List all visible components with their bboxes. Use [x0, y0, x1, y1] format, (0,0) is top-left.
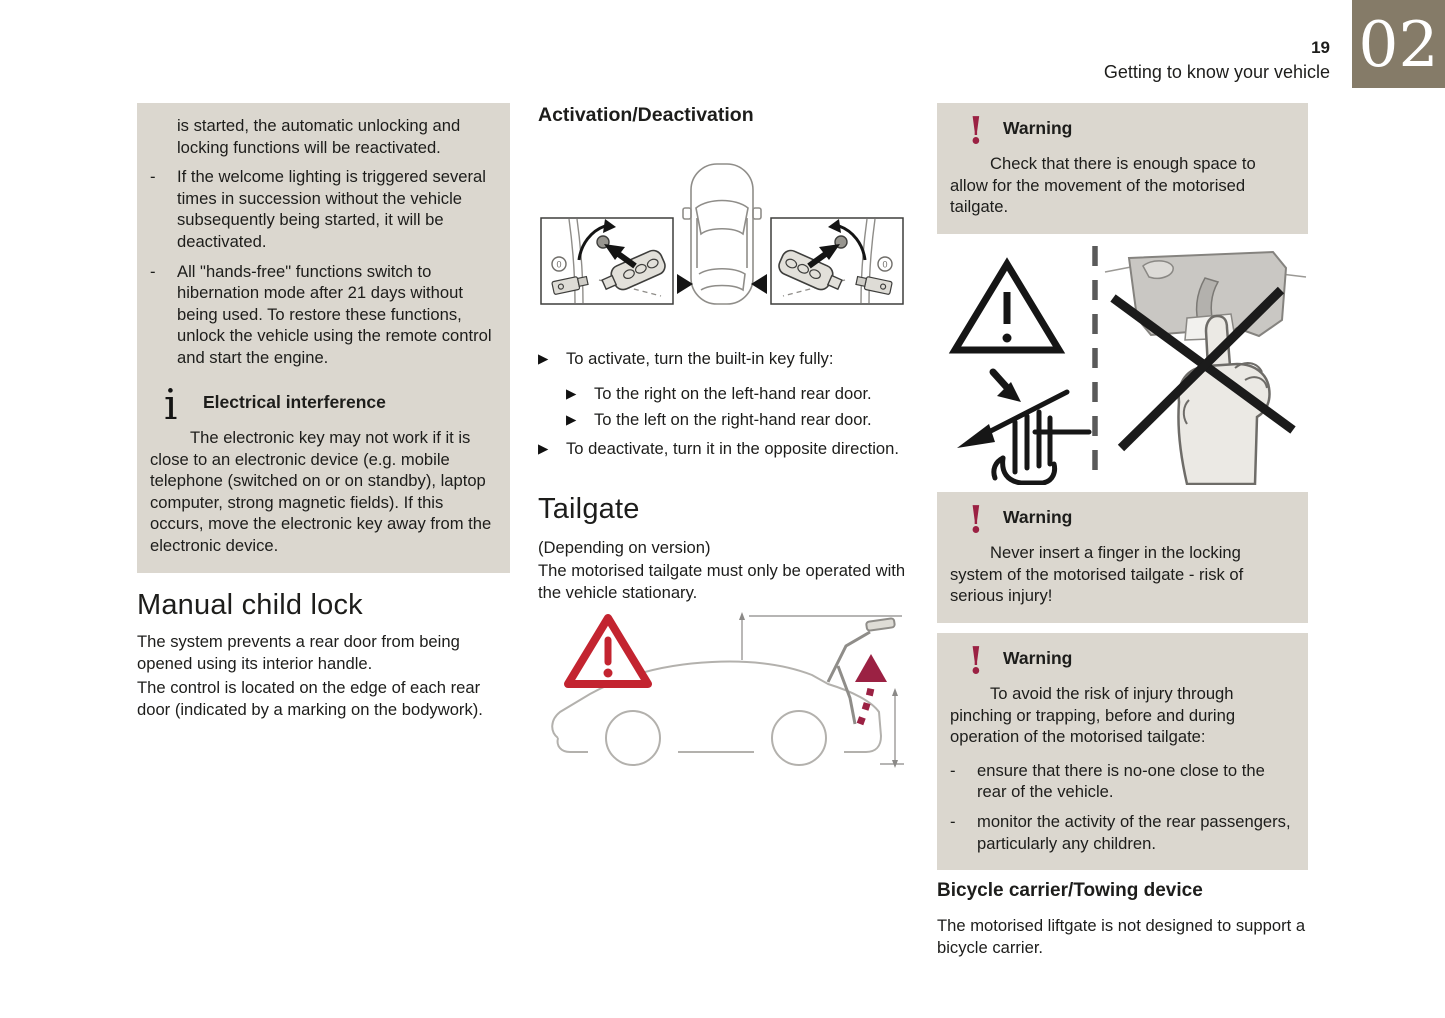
section-title-manual-child-lock: Manual child lock — [137, 589, 363, 621]
warning-exclamation-icon: ! — [968, 108, 984, 154]
list-item: - If the welcome lighting is triggered s… — [150, 166, 497, 252]
warning-triangle-icon — [948, 257, 1066, 354]
manual-child-lock-paragraph-1: The system prevents a rear door from bei… — [137, 632, 460, 673]
lift-direction-arrow — [856, 687, 875, 726]
warning-body: Check that there is enough space to allo… — [950, 154, 1256, 217]
middle-column: Activation/Deactivation 0 — [538, 0, 906, 1018]
triangle-bullet-icon: ▶ — [566, 412, 577, 428]
chapter-number-badge: 02 — [1352, 0, 1445, 88]
bicycle-carrier-body: The motorised liftgate is not designed t… — [937, 916, 1306, 957]
list-item-text: If the welcome lighting is triggered sev… — [177, 167, 486, 251]
warning-item-text: monitor the activity of the rear passeng… — [977, 811, 1291, 853]
instruction-item: ▶ To the left on the right-hand rear doo… — [566, 409, 906, 431]
dash-marker: - — [950, 760, 956, 780]
warning-title: Warning — [1003, 648, 1073, 668]
triangle-bullet-icon: ▶ — [566, 385, 577, 401]
dash-marker: - — [150, 261, 156, 281]
pinch-hazard-pictogram — [937, 240, 1308, 485]
warning-title: Warning — [1003, 507, 1073, 527]
instruction-text: To activate, turn the built-in key fully… — [566, 349, 834, 368]
instruction-item: ▶ To deactivate, turn it in the opposite… — [538, 438, 906, 460]
warning-item: - monitor the activity of the rear passe… — [950, 811, 1295, 854]
subsection-title-bicycle-carrier: Bicycle carrier/Towing device — [937, 880, 1203, 901]
information-icon: i — [164, 380, 178, 429]
page-number: 19 — [1311, 38, 1330, 57]
car-top-view — [682, 163, 762, 305]
warning-item: - ensure that there is no-one close to t… — [950, 760, 1295, 803]
warning-exclamation-icon: ! — [968, 497, 984, 543]
warning-body: Never insert a finger in the locking sys… — [950, 543, 1244, 606]
continuation-text: is started, the automatic unlocking and … — [177, 116, 461, 157]
pinched-hand-icon — [957, 368, 1092, 485]
blank-marker — [150, 115, 177, 158]
tailgate-car-illustration — [538, 604, 906, 774]
triangle-bullet-icon: ▶ — [538, 440, 549, 456]
warning-box: ! Warning Never insert a finger in the l… — [937, 492, 1308, 623]
list-item-text: All "hands-free" functions switch to hib… — [177, 261, 492, 367]
triangle-bullet-icon: ▶ — [538, 351, 549, 366]
info-box-title: Electrical interference — [203, 392, 386, 412]
running-header: Getting to know your vehicle — [1103, 62, 1330, 82]
instruction-list: ▶ To activate, turn the built-in key ful… — [538, 348, 906, 459]
subsection-title-activation: Activation/Deactivation — [538, 104, 754, 126]
continuation-note-box: is started, the automatic unlocking and … — [137, 103, 510, 385]
manual-child-lock-paragraph-2: The control is located on the edge of ea… — [137, 678, 483, 719]
dash-marker: - — [950, 811, 956, 831]
dash-marker: - — [150, 167, 156, 187]
open-tailgate-arm — [826, 617, 896, 725]
warning-exclamation-icon: ! — [968, 638, 984, 684]
instruction-item: ▶ To activate, turn the built-in key ful… — [538, 348, 906, 370]
right-column: ! Warning Check that there is enough spa… — [937, 0, 1308, 1018]
key-activation-diagram: 0 — [538, 156, 906, 308]
instruction-text: To the left on the right-hand rear door. — [594, 410, 872, 430]
list-item: - All "hands-free" functions switch to h… — [150, 261, 497, 369]
left-column: is started, the automatic unlocking and … — [137, 0, 510, 1018]
warning-body: To avoid the risk of injury through pinc… — [950, 684, 1236, 747]
info-box: i Electrical interference The electronic… — [137, 377, 510, 573]
instruction-item: ▶ To the right on the left-hand rear doo… — [566, 383, 906, 405]
warning-box: ! Warning Check that there is enough spa… — [937, 103, 1308, 234]
chapter-number: 02 — [1358, 7, 1439, 81]
tailgate-version-note: (Depending on version) — [538, 538, 711, 557]
warning-triangle-icon — [564, 614, 652, 688]
warning-title: Warning — [1003, 118, 1073, 138]
tailgate-intro: The motorised tailgate must only be oper… — [538, 561, 906, 602]
info-box-body: The electronic key may not work if it is… — [150, 428, 492, 555]
instruction-text: To the right on the left-hand rear door. — [594, 383, 872, 403]
car-side-view — [551, 660, 883, 766]
instruction-text: To deactivate, turn it in the opposite d… — [566, 438, 899, 458]
warning-box: ! Warning To avoid the risk of injury th… — [937, 633, 1308, 871]
warning-item-text: ensure that there is no-one close to the… — [977, 760, 1265, 802]
finger-in-lock-icon — [1104, 250, 1307, 485]
section-title-tailgate: Tailgate — [538, 493, 640, 525]
